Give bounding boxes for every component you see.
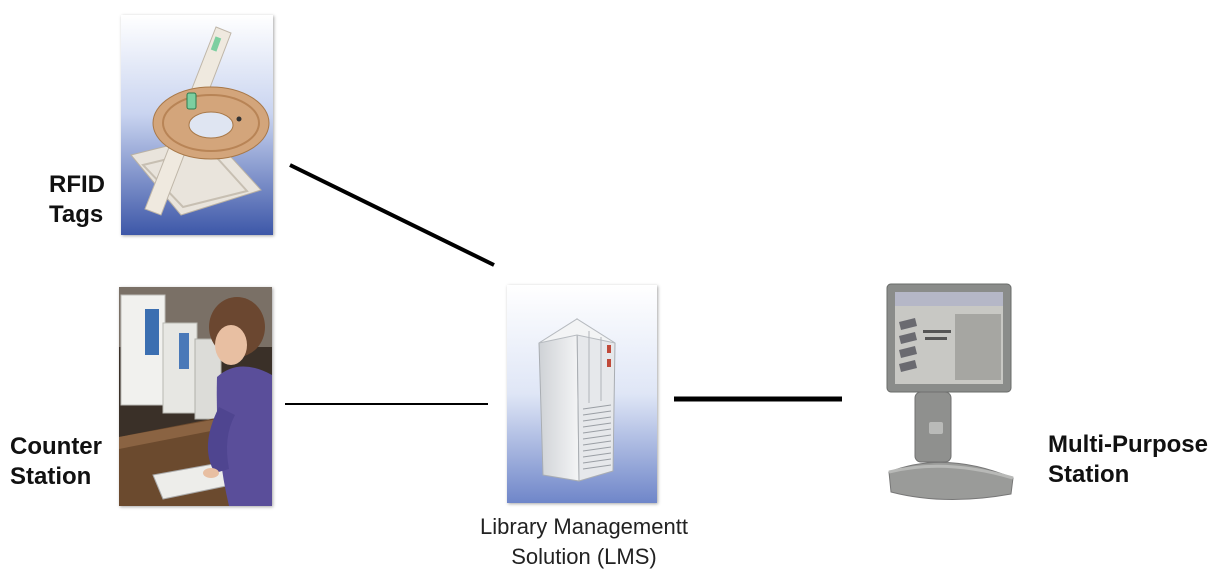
multi-purpose-station-label-line1: Multi-Purpose: [1048, 431, 1208, 458]
rfid-tags-label-line1: RFID: [49, 171, 105, 198]
server-tower-icon: [507, 285, 657, 503]
connector-rfid-to-lms: [289, 163, 495, 267]
kiosk-photo: [885, 282, 1018, 506]
server-tower-photo: [507, 285, 657, 503]
rfid-tag-photo: [121, 15, 273, 235]
multi-purpose-station-label: Multi-Purpose Station: [1048, 430, 1208, 490]
counter-station-label-line2: Station: [10, 463, 92, 490]
lms-caption-line2: Solution (LMS): [511, 544, 657, 569]
multi-purpose-station-label-line2: Station: [1048, 461, 1130, 488]
lms-caption: Library Managementt Solution (LMS): [460, 512, 708, 572]
lms-caption-line1: Library Managementt: [480, 514, 688, 539]
rfid-tag-icon: [121, 15, 273, 235]
counter-station-photo: [119, 287, 272, 506]
rfid-tags-label: RFID Tags: [49, 170, 105, 230]
counter-station-icon: [119, 287, 272, 506]
kiosk-icon: [885, 282, 1018, 506]
rfid-tags-label-line2: Tags: [49, 201, 104, 228]
counter-station-label: Counter Station: [10, 432, 102, 492]
counter-station-label-line1: Counter: [10, 433, 102, 460]
